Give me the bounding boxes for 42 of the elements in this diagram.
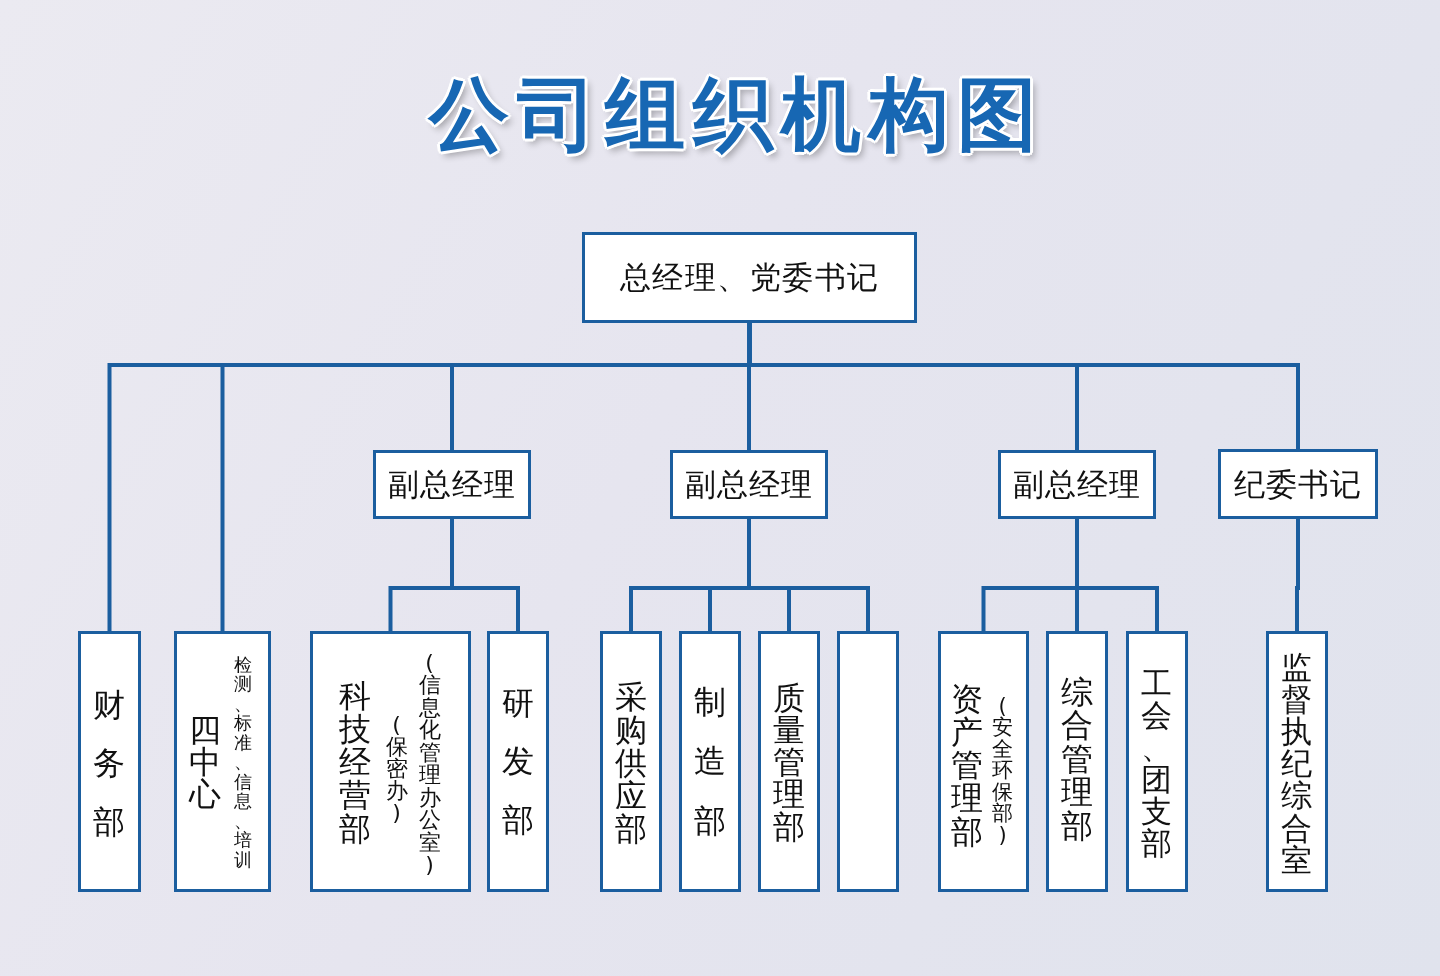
position-box <box>998 450 1156 519</box>
department-box <box>487 631 549 892</box>
department-box <box>758 631 820 892</box>
connector-line <box>1295 519 1300 631</box>
chart-title: 公司组织机构图 <box>429 75 1045 155</box>
department-name: 综合管理部 <box>1060 675 1093 843</box>
department-name: 科技经营部 <box>338 679 371 846</box>
department-name: 财务部 <box>92 684 125 843</box>
position-title: 副总经理 <box>1013 469 1141 500</box>
department-name: 质量管理部 <box>772 681 805 843</box>
department-name: 资产管理部 <box>950 682 983 849</box>
department-box <box>600 631 662 892</box>
department-name: 研发部 <box>501 682 534 841</box>
department-box <box>1126 631 1188 892</box>
department-box <box>938 631 1029 892</box>
department-name: 四中心 <box>188 713 221 810</box>
department-box <box>1266 631 1328 892</box>
department-name: 工会、团支部 <box>1140 666 1173 859</box>
department-note: 检测、标准、信息、培训 <box>233 654 252 869</box>
department-name: 制造部 <box>693 681 726 842</box>
position-box <box>670 450 828 519</box>
connector-line <box>1075 519 1159 631</box>
position-title: 副总经理 <box>388 469 516 500</box>
department-box <box>1046 631 1108 892</box>
position-title: 副总经理 <box>685 469 813 500</box>
position-title: 纪委书记 <box>1234 468 1362 500</box>
position-title: 总经理、党委书记 <box>619 262 880 293</box>
connector-line <box>747 519 870 631</box>
department-name: 监督执纪综合室 <box>1280 650 1313 876</box>
department-box <box>310 631 471 892</box>
department-box <box>679 631 741 892</box>
department-note: (保密办) <box>385 713 408 824</box>
department-name: 采购供应部 <box>614 680 647 846</box>
department-box <box>837 631 899 892</box>
department-note: (安全环保部) <box>991 695 1014 846</box>
connector-line <box>450 519 520 631</box>
department-box <box>174 631 271 892</box>
department-note: (信息化管理办公室) <box>418 651 441 877</box>
position-box <box>373 450 531 519</box>
position-box <box>1218 449 1378 519</box>
position-box <box>582 232 917 323</box>
department-box <box>78 631 141 892</box>
